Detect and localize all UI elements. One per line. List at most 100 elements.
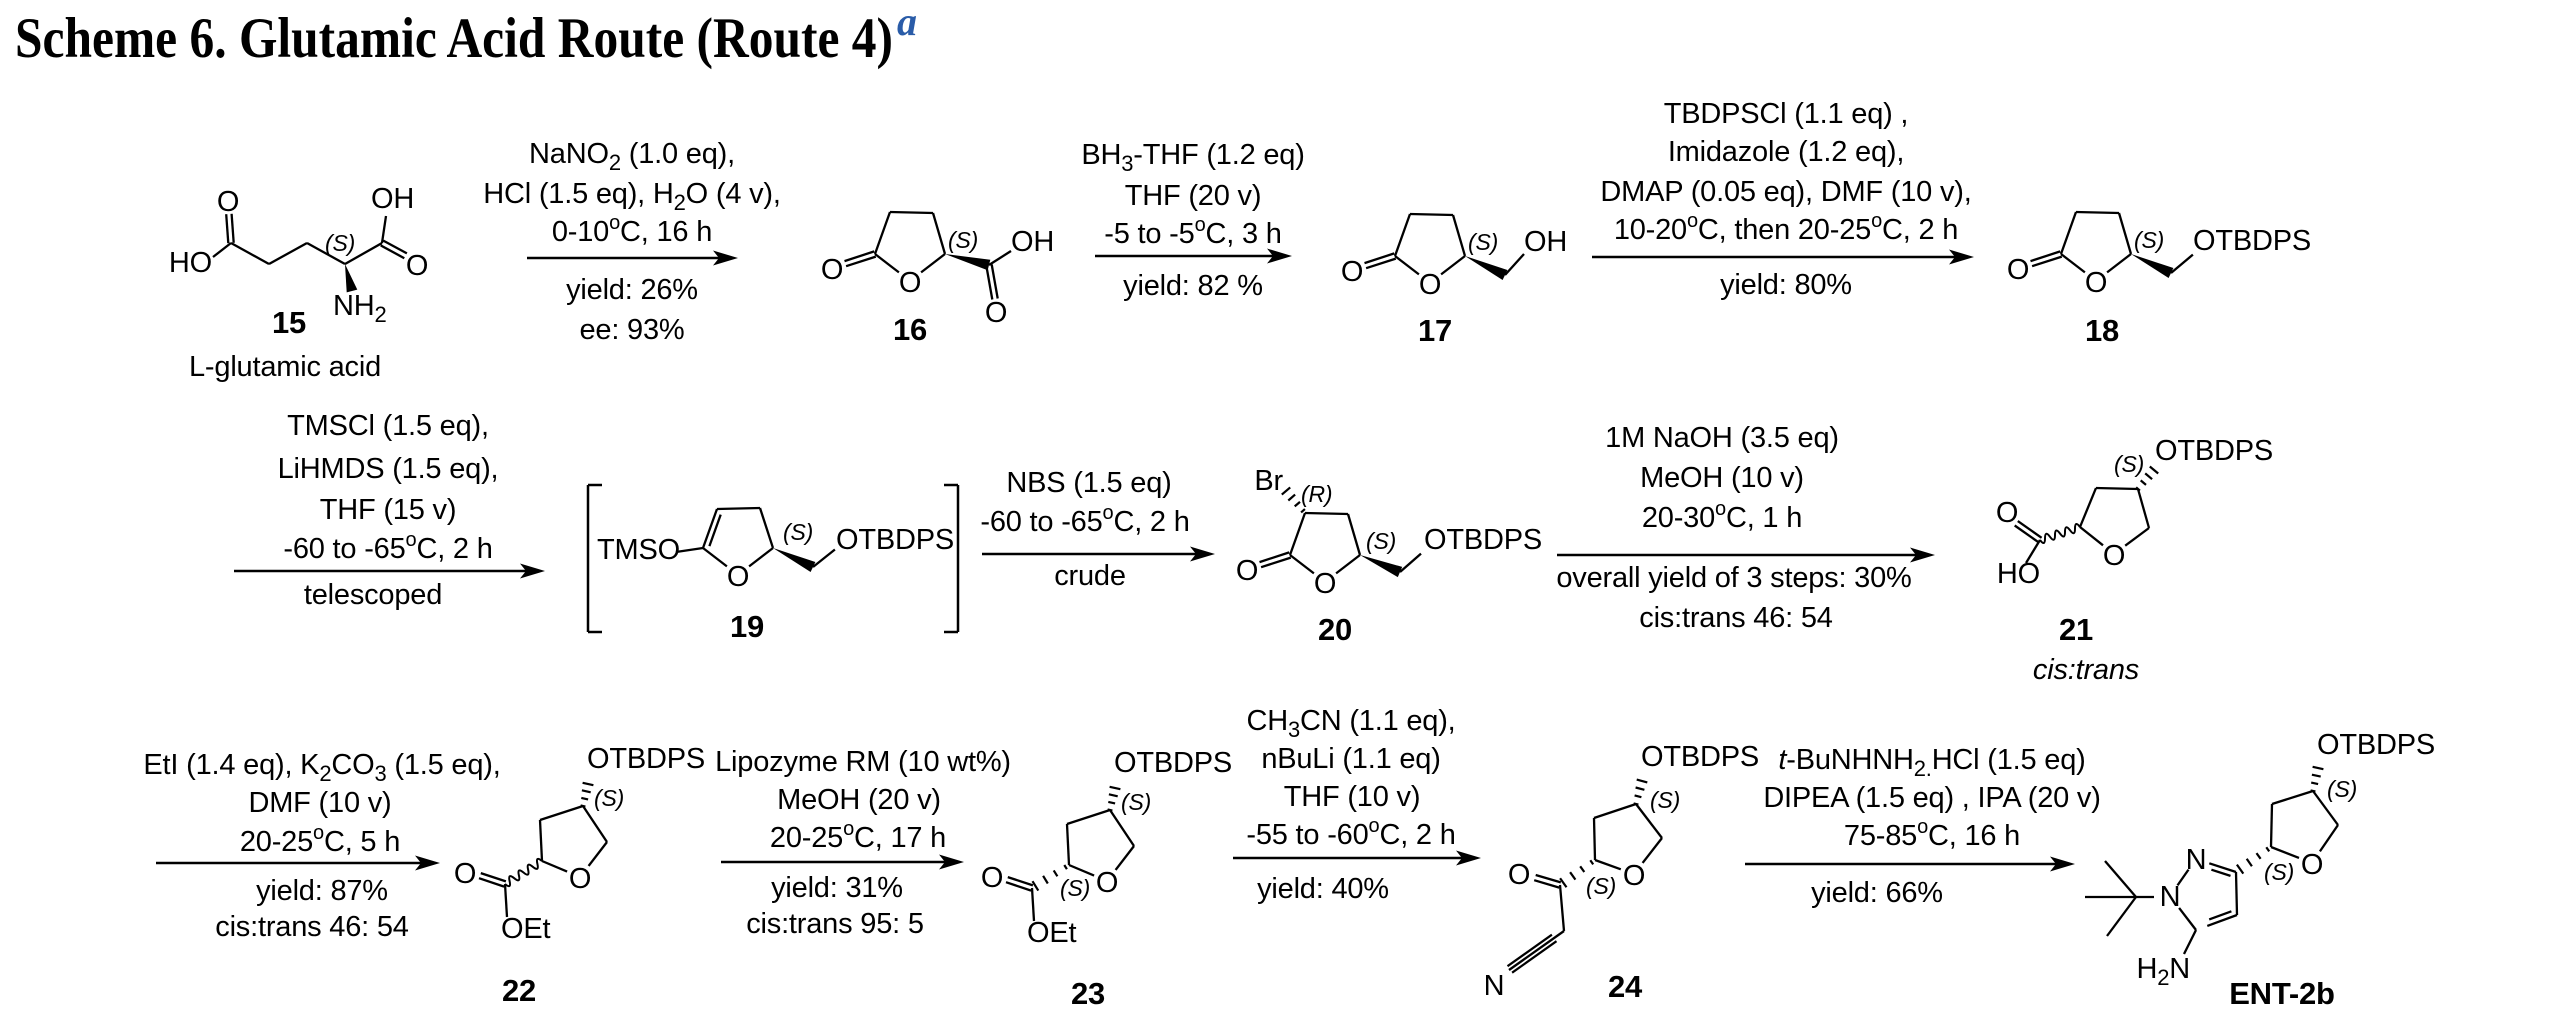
svg-text:O: O — [1508, 859, 1530, 891]
svg-text:CH3CN (1.1 eq),: CH3CN (1.1 eq), — [1246, 705, 1455, 742]
svg-text:cis:trans 95: 5: cis:trans 95: 5 — [746, 908, 924, 940]
svg-text:23: 23 — [1071, 976, 1105, 1011]
svg-text:(S): (S) — [783, 519, 813, 545]
svg-text:MeOH (10 v): MeOH (10 v) — [1640, 462, 1804, 494]
svg-text:O: O — [1314, 568, 1336, 600]
svg-text:OEt: OEt — [501, 913, 550, 945]
svg-text:LiHMDS (1.5 eq),: LiHMDS (1.5 eq), — [278, 453, 499, 485]
svg-text:(S): (S) — [1060, 875, 1090, 901]
svg-text:(S): (S) — [948, 227, 978, 253]
svg-text:OTBDPS: OTBDPS — [1641, 741, 1759, 773]
svg-text:yield: 40%: yield: 40% — [1257, 873, 1389, 905]
svg-text:NBS (1.5 eq): NBS (1.5 eq) — [1006, 467, 1171, 499]
svg-text:cis:trans 46: 54: cis:trans 46: 54 — [215, 911, 409, 943]
svg-text:TMSCl (1.5 eq),: TMSCl (1.5 eq), — [287, 410, 489, 442]
svg-text:(S): (S) — [594, 785, 624, 811]
svg-text:O: O — [454, 858, 476, 890]
svg-text:THF (10 v): THF (10 v) — [1284, 781, 1421, 813]
svg-text:O: O — [2085, 267, 2107, 299]
svg-text:OTBDPS: OTBDPS — [836, 524, 954, 556]
svg-text:0-10oC, 16 h: 0-10oC, 16 h — [552, 212, 712, 248]
svg-text:THF (20 v): THF (20 v) — [1125, 180, 1262, 212]
svg-text:10-20oC, then 20-25oC, 2 h: 10-20oC, then 20-25oC, 2 h — [1614, 210, 1958, 246]
svg-text:telescoped: telescoped — [304, 579, 442, 611]
svg-text:-60 to -65oC, 2 h: -60 to -65oC, 2 h — [980, 502, 1189, 538]
svg-text:15: 15 — [272, 305, 306, 340]
svg-text:THF (15 v): THF (15 v) — [320, 494, 457, 526]
svg-text:O: O — [217, 186, 239, 218]
svg-text:Scheme 6. Glutamic Acid Route: Scheme 6. Glutamic Acid Route (Route 4) — [15, 7, 893, 70]
svg-text:OTBDPS: OTBDPS — [2155, 435, 2273, 467]
svg-text:Imidazole (1.2 eq),: Imidazole (1.2 eq), — [1668, 136, 1904, 168]
svg-text:(S): (S) — [2134, 227, 2164, 253]
svg-text:O: O — [2007, 254, 2029, 286]
svg-text:cis:trans: cis:trans — [2033, 654, 2139, 686]
svg-text:yield: 80%: yield: 80% — [1720, 269, 1852, 301]
svg-text:OTBDPS: OTBDPS — [2193, 225, 2311, 257]
svg-text:O: O — [985, 297, 1007, 329]
svg-text:OH: OH — [1524, 226, 1567, 258]
svg-text:16: 16 — [893, 312, 927, 347]
svg-text:yield: 31%: yield: 31% — [771, 872, 903, 904]
svg-text:(S): (S) — [2264, 859, 2294, 885]
svg-text:O: O — [727, 561, 749, 593]
svg-text:DMAP (0.05 eq), DMF (10 v),: DMAP (0.05 eq), DMF (10 v), — [1600, 176, 1971, 208]
svg-text:(R): (R) — [1301, 481, 1332, 507]
svg-text:-60 to -65oC, 2 h: -60 to -65oC, 2 h — [283, 529, 492, 565]
svg-text:(S): (S) — [1468, 229, 1498, 255]
svg-text:Br: Br — [1254, 465, 1283, 497]
svg-text:-55 to -60oC, 2 h: -55 to -60oC, 2 h — [1246, 815, 1455, 851]
svg-text:21: 21 — [2059, 612, 2093, 647]
svg-text:24: 24 — [1608, 969, 1643, 1004]
svg-text:N: N — [2160, 881, 2181, 913]
svg-text:HO: HO — [1997, 558, 2040, 590]
svg-text:O: O — [899, 267, 921, 299]
svg-text:O: O — [1341, 256, 1363, 288]
svg-text:TBDPSCl (1.1 eq) ,: TBDPSCl (1.1 eq) , — [1664, 98, 1909, 130]
svg-text:a: a — [897, 0, 917, 44]
svg-text:(S): (S) — [2327, 776, 2357, 802]
svg-text:N: N — [2186, 844, 2207, 876]
svg-text:17: 17 — [1418, 313, 1452, 348]
svg-text:O: O — [981, 862, 1003, 894]
svg-text:O: O — [569, 863, 591, 895]
svg-text:OTBDPS: OTBDPS — [1424, 524, 1542, 556]
svg-text:(S): (S) — [1366, 528, 1396, 554]
svg-text:L-glutamic acid: L-glutamic acid — [189, 351, 381, 383]
svg-text:OTBDPS: OTBDPS — [587, 743, 705, 775]
svg-text:18: 18 — [2085, 313, 2119, 348]
svg-text:O: O — [406, 250, 428, 282]
svg-text:O: O — [1419, 269, 1441, 301]
svg-text:O: O — [1096, 867, 1118, 899]
svg-text:OH: OH — [1011, 226, 1054, 258]
svg-text:20-25oC, 17 h: 20-25oC, 17 h — [770, 818, 946, 854]
svg-text:O: O — [1996, 497, 2018, 529]
svg-text:overall yield of 3 steps: 30%: overall yield of 3 steps: 30% — [1556, 562, 1911, 594]
svg-text:O: O — [2103, 540, 2125, 572]
svg-text:(S): (S) — [1650, 787, 1680, 813]
svg-text:OTBDPS: OTBDPS — [1114, 747, 1232, 779]
svg-text:75-85oC, 16 h: 75-85oC, 16 h — [1844, 816, 2020, 852]
svg-text:22: 22 — [502, 973, 536, 1008]
svg-text:O: O — [1623, 860, 1645, 892]
svg-text:-5 to -5oC, 3 h: -5 to -5oC, 3 h — [1104, 214, 1281, 250]
svg-text:MeOH (20 v): MeOH (20 v) — [777, 784, 941, 816]
svg-text:DIPEA (1.5 eq) , IPA (20 v): DIPEA (1.5 eq) , IPA (20 v) — [1763, 782, 2100, 814]
svg-text:(S): (S) — [2114, 451, 2144, 477]
svg-text:OTBDPS: OTBDPS — [2317, 729, 2435, 761]
svg-text:20-25oC, 5 h: 20-25oC, 5 h — [240, 822, 400, 858]
svg-text:nBuLi (1.1 eq): nBuLi (1.1 eq) — [1261, 743, 1440, 775]
svg-text:TMSO: TMSO — [597, 534, 680, 566]
svg-text:HCl (1.5 eq), H2O (4 v),: HCl (1.5 eq), H2O (4 v), — [483, 178, 781, 215]
svg-text:NaNO2 (1.0 eq),: NaNO2 (1.0 eq), — [529, 138, 735, 175]
svg-text:t-BuNHNH2.HCl (1.5 eq): t-BuNHNH2.HCl (1.5 eq) — [1778, 744, 2085, 781]
svg-text:O: O — [2301, 849, 2323, 881]
svg-text:yield: 87%: yield: 87% — [256, 875, 388, 907]
svg-text:(S): (S) — [1586, 873, 1616, 899]
svg-text:OH: OH — [371, 183, 414, 215]
svg-text:yield: 66%: yield: 66% — [1811, 877, 1943, 909]
svg-text:19: 19 — [730, 609, 764, 644]
svg-text:BH3-THF (1.2 eq): BH3-THF (1.2 eq) — [1081, 139, 1304, 176]
svg-text:OEt: OEt — [1027, 917, 1076, 949]
svg-text:O: O — [821, 254, 843, 286]
